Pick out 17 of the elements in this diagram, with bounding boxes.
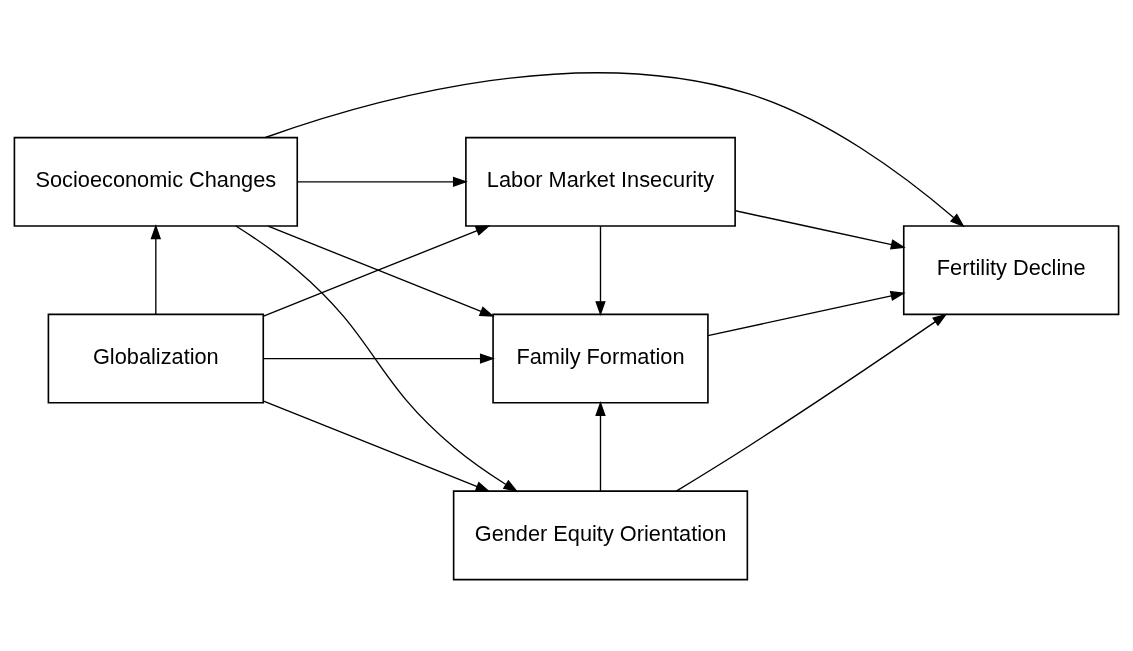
arrow [262, 399, 491, 492]
arrow [595, 225, 606, 316]
arrow [707, 290, 906, 336]
node-box: Family Formation [492, 313, 709, 404]
arrow [262, 352, 495, 364]
arrow [296, 176, 468, 187]
node-box: Fertility Decline [902, 224, 1120, 315]
node-box: Globalization [47, 313, 265, 404]
arrow [734, 209, 906, 250]
node-box: Socioeconomic Changes [13, 136, 299, 227]
node-box: Gender Equity Orientation [452, 489, 749, 580]
node-box: Labor Market Insecurity [465, 136, 736, 227]
arrow [675, 312, 948, 492]
arrow [150, 223, 162, 315]
arrow [235, 224, 519, 492]
arrow [264, 71, 965, 227]
arrow [595, 400, 606, 491]
